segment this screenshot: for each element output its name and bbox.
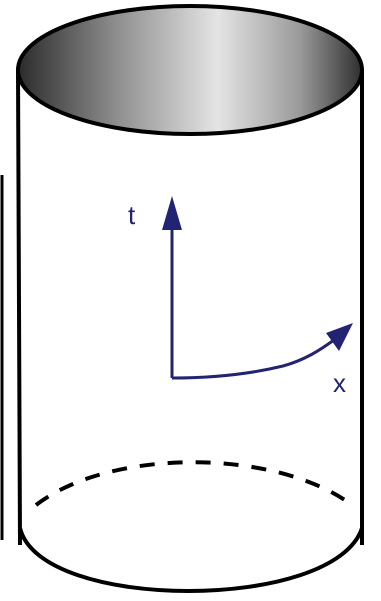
cylinder-body: [18, 70, 362, 595]
t-axis-label: t: [128, 200, 136, 230]
cylinder-bottom-front: [18, 527, 364, 593]
cylinder-bottom-back-dashed: [34, 460, 354, 507]
x-axis-arrowhead: [326, 323, 353, 351]
cylinder-top-opening: [16, 4, 364, 136]
x-axis-label: x: [333, 368, 346, 398]
cylinder-left-edge: [16, 69, 22, 546]
t-axis-arrowhead: [162, 196, 182, 230]
x-axis-line: [171, 338, 335, 380]
